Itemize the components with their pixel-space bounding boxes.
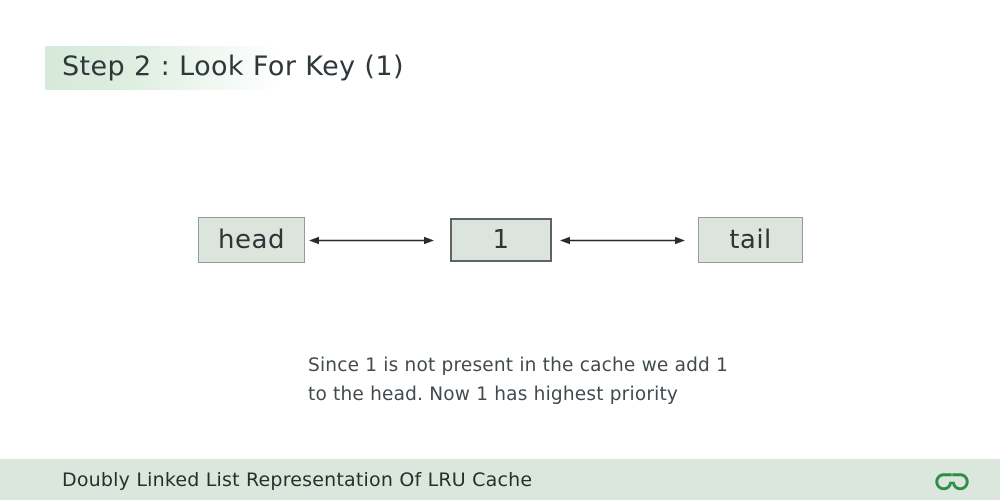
footer-bar: Doubly Linked List Representation Of LRU… <box>0 459 1000 500</box>
explanation-text: Since 1 is not present in the cache we a… <box>308 351 728 409</box>
explanation-line-1: Since 1 is not present in the cache we a… <box>308 355 729 376</box>
double-arrow-icon <box>309 236 434 245</box>
node-tail: tail <box>698 217 803 263</box>
node-tail-label: tail <box>729 225 772 255</box>
explanation-line-2: to the head. Now 1 has highest priority <box>308 384 679 405</box>
page-title: Step 2 : Look For Key (1) <box>45 46 424 90</box>
geeksforgeeks-logo-icon <box>935 472 969 490</box>
node-key: 1 <box>450 218 552 262</box>
node-key-label: 1 <box>492 225 510 255</box>
footer-title: Doubly Linked List Representation Of LRU… <box>62 468 533 491</box>
title-rest: Look For Key (1) <box>179 51 404 82</box>
node-head-label: head <box>218 225 285 255</box>
title-highlight: Step 2 : <box>62 51 171 82</box>
node-head: head <box>198 217 305 263</box>
double-arrow-icon <box>560 236 685 245</box>
